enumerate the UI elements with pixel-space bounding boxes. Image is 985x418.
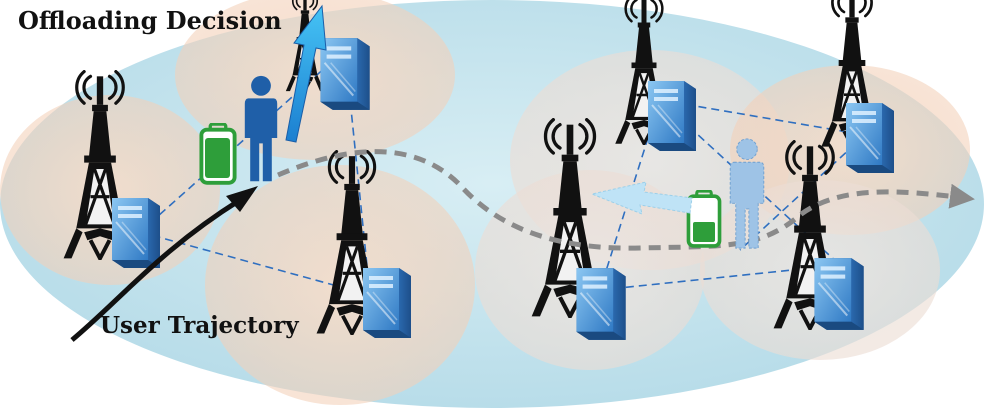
user-trajectory-label: User Trajectory xyxy=(100,312,299,339)
edge-server-icon xyxy=(111,197,161,269)
battery-icon xyxy=(201,124,234,183)
offload-arrow-icon xyxy=(285,4,327,143)
predicted-trajectory-arrow xyxy=(277,149,975,251)
edge-server-icon xyxy=(813,257,865,331)
edge-server-icon xyxy=(362,267,412,339)
offloading-decision-label: Offloading Decision xyxy=(18,6,282,35)
edge-server-icon xyxy=(575,267,627,341)
right-cluster-cells xyxy=(475,50,970,370)
edge-server-icon xyxy=(844,101,896,175)
edge-server-icon xyxy=(647,80,697,152)
edge-server-icon xyxy=(319,37,371,111)
offload-arrow-icon xyxy=(590,181,693,215)
battery-icon xyxy=(686,190,722,248)
user-trajectory-arrow xyxy=(70,186,258,342)
